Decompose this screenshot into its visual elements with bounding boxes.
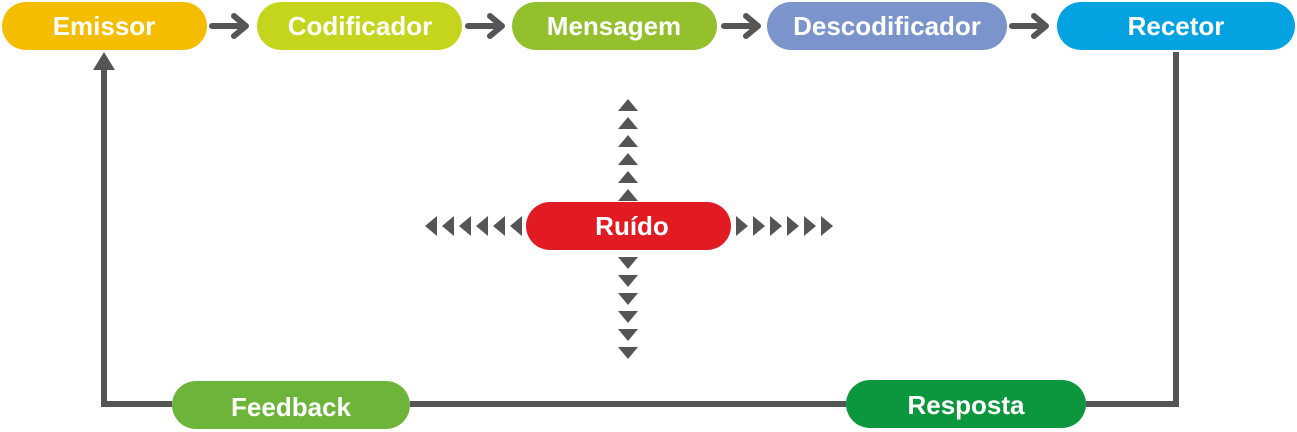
node-recetor: Recetor bbox=[1057, 2, 1295, 50]
noise-arrow-down bbox=[618, 275, 638, 287]
node-descodificador: Descodificador bbox=[767, 2, 1007, 50]
noise-arrow-down bbox=[618, 329, 638, 341]
node-descodificador-label: Descodificador bbox=[793, 11, 981, 41]
node-recetor-shape bbox=[1057, 2, 1295, 50]
node-ruido-shape bbox=[526, 202, 731, 250]
arrow-mensagem-descodificador bbox=[721, 13, 761, 39]
noise-arrow-up bbox=[618, 135, 638, 147]
node-feedback: Feedback bbox=[172, 381, 410, 429]
node-emissor-shape bbox=[2, 2, 207, 50]
noise-arrow-left bbox=[442, 216, 454, 236]
noise-arrow-up bbox=[618, 171, 638, 183]
noise-arrow-up bbox=[618, 117, 638, 129]
node-resposta: Resposta bbox=[846, 380, 1086, 428]
node-ruido-label: Ruído bbox=[595, 211, 669, 241]
node-emissor: Emissor bbox=[2, 2, 207, 50]
noise-arrow-up bbox=[618, 99, 638, 111]
noise-arrows-up bbox=[618, 99, 638, 201]
node-feedback-label: Feedback bbox=[231, 392, 351, 422]
emissor-up-arrowhead bbox=[93, 52, 115, 70]
arrow-emissor-codificador bbox=[209, 13, 249, 39]
noise-arrow-up bbox=[618, 189, 638, 201]
noise-arrow-left bbox=[493, 216, 505, 236]
node-codificador: Codificador bbox=[257, 2, 462, 50]
feedback-to-emissor-line bbox=[101, 66, 172, 407]
node-codificador-label: Codificador bbox=[288, 11, 432, 41]
flow-arrows bbox=[209, 13, 1049, 39]
node-ruido: Ruído bbox=[526, 202, 731, 250]
noise-arrow-right bbox=[753, 216, 765, 236]
noise-arrows-down bbox=[618, 257, 638, 359]
node-mensagem-shape bbox=[512, 2, 717, 50]
node-codificador-shape bbox=[257, 2, 462, 50]
noise-arrow-left bbox=[510, 216, 522, 236]
node-descodificador-shape bbox=[767, 2, 1007, 50]
arrow-codificador-mensagem bbox=[465, 13, 505, 39]
noise-arrow-right bbox=[736, 216, 748, 236]
node-mensagem: Mensagem bbox=[512, 2, 717, 50]
noise-arrow-right bbox=[821, 216, 833, 236]
node-recetor-label: Recetor bbox=[1128, 11, 1225, 41]
node-feedback-shape bbox=[172, 381, 410, 429]
noise-arrow-right bbox=[787, 216, 799, 236]
loop-connectors bbox=[101, 52, 1179, 407]
noise-arrow-down bbox=[618, 311, 638, 323]
node-mensagem-label: Mensagem bbox=[547, 11, 681, 41]
noise-arrow-left bbox=[476, 216, 488, 236]
arrow-descodificador-recetor bbox=[1009, 13, 1049, 39]
noise-arrow-left bbox=[459, 216, 471, 236]
node-resposta-label: Resposta bbox=[907, 390, 1025, 420]
noise-arrows-right bbox=[736, 216, 833, 236]
noise-arrow-right bbox=[770, 216, 782, 236]
noise-arrow-up bbox=[618, 153, 638, 165]
noise-arrow-down bbox=[618, 347, 638, 359]
noise-arrow-down bbox=[618, 293, 638, 305]
noise-arrow-left bbox=[425, 216, 437, 236]
node-resposta-shape bbox=[846, 380, 1086, 428]
noise-arrows-left bbox=[425, 216, 522, 236]
noise-arrow-down bbox=[618, 257, 638, 269]
node-emissor-label: Emissor bbox=[53, 11, 156, 41]
recetor-to-resposta-line bbox=[1086, 52, 1179, 407]
noise-arrow-right bbox=[804, 216, 816, 236]
